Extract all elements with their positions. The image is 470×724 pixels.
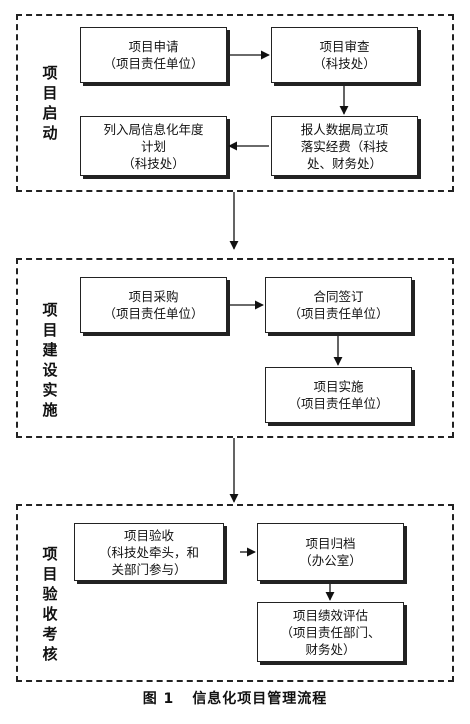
step-contract-signing: 合同签订 （项目责任单位） [265,277,412,333]
step-report-approval-funding: 报人数据局立项 落实经费（科技 处、财务处） [271,116,418,176]
step-title: 项目审查 [319,39,370,54]
step-owner: （科技处） [313,56,376,71]
step-detail: 计划 [140,138,166,154]
step-project-application: 项目申请 （项目责任单位） [80,27,227,83]
step-detail: （科技处牵头，和 [98,544,199,560]
step-acceptance: 项目验收 （科技处牵头，和 关部门参与） [74,523,224,581]
step-title: 列入局信息化年度 [103,121,204,137]
step-annual-plan: 列入局信息化年度 计划 （科技处） [80,116,227,176]
phase-construction [16,258,454,438]
phase-acceptance [16,504,454,682]
step-title: 项目实施 [313,379,364,394]
step-title: 项目采购 [128,289,179,304]
step-title: 报人数据局立项 [300,121,389,137]
step-title: 项目绩效评估 [292,607,368,623]
step-owner: （科技处） [122,155,185,171]
step-title: 项目验收 [123,527,174,543]
step-owner: （办公室） [299,553,362,568]
step-procurement: 项目采购 （项目责任单位） [80,277,227,333]
figure-title: 信息化项目管理流程 [192,691,328,707]
step-owner: （项目责任单位） [103,56,204,71]
step-owner: （项目责任单位） [103,306,204,321]
step-implementation: 项目实施 （项目责任单位） [265,367,412,423]
step-title: 合同签订 [313,289,364,304]
step-owner: （项目责任单位） [288,396,389,411]
step-detail: 落实经费（科技 [300,138,389,154]
phase-project-start [16,14,454,192]
step-owner: 处、财务处） [306,155,382,171]
step-performance-evaluation: 项目绩效评估 （项目责任部门、 财务处） [257,602,404,662]
step-project-review: 项目审查 （科技处） [271,27,418,83]
step-owner: （项目责任单位） [288,306,389,321]
figure-caption: 图 1 信息化项目管理流程 [0,688,470,708]
figure-number: 图 1 [142,691,175,707]
phase-label-acceptance: 项目验收考核 [42,545,58,663]
step-owner: 关部门参与） [111,561,187,577]
step-title: 项目归档 [305,536,356,551]
step-detail: （项目责任部门、 [280,624,381,640]
step-archiving: 项目归档 （办公室） [257,523,404,581]
phase-label-construction: 项目建设实施 [42,301,58,419]
step-title: 项目申请 [128,39,179,54]
phase-label-start: 项目启动 [42,64,58,142]
step-owner: 财务处） [305,641,356,657]
